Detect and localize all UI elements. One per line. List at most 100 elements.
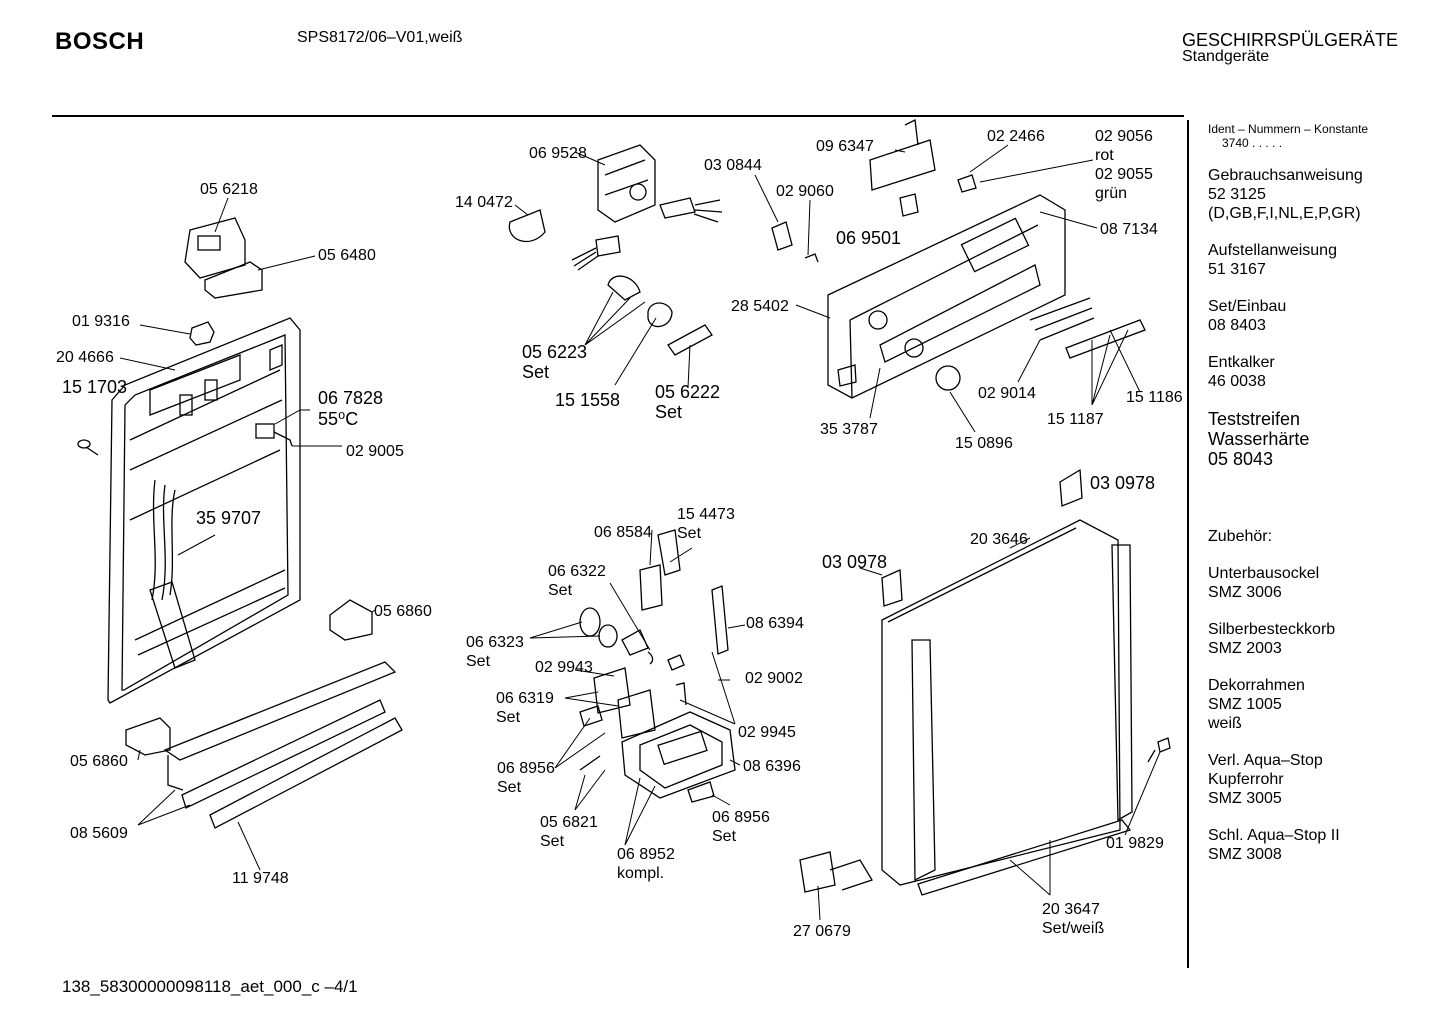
label-056222: 05 6222 [655, 382, 720, 402]
accessory-code: SMZ 3006 [1208, 584, 1282, 601]
label-set-g: Set [497, 779, 522, 796]
bracket-068584 [639, 564, 663, 611]
label-119748: 11 9748 [232, 870, 289, 887]
label-086396: 08 6396 [743, 758, 801, 775]
label-set-i: Set [712, 828, 737, 845]
label-030844: 03 0844 [704, 157, 762, 174]
label-151186: 15 1186 [1126, 389, 1183, 406]
knob-140472 [508, 209, 546, 243]
valve-part [621, 629, 649, 656]
accessory-dekorrahmen: Dekorrahmen SMZ 1005 weiß [1208, 676, 1305, 733]
clip-019316 [189, 321, 215, 346]
cover-030978-left [881, 569, 903, 607]
accessory-unterbausockel: Unterbausockel SMZ 3006 [1208, 564, 1319, 602]
accessory-name: Unterbausockel [1208, 565, 1320, 582]
label-029056: 02 9056 [1095, 128, 1153, 145]
test-strip-block: Teststreifen Wasserhärte 05 8043 [1208, 409, 1309, 469]
screw-019829 [1147, 737, 1171, 763]
gasket-066319 [593, 667, 631, 714]
label-rot: rot [1095, 147, 1114, 164]
exploded-parts-diagram: 05 6218 05 6480 01 9316 20 4666 15 1703 … [56, 119, 1183, 940]
lever-086394 [711, 585, 729, 655]
label-069501: 06 9501 [836, 228, 901, 248]
cover-030978-top [1059, 468, 1083, 507]
accessories-heading: Zubehör: [1208, 528, 1273, 545]
latch-068956 [579, 705, 603, 727]
spring-154473 [657, 529, 681, 576]
appliance-category: GESCHIRRSPÜLGERÄTE [1182, 30, 1399, 50]
label-204666: 20 4666 [56, 349, 114, 366]
label-068956-left: 06 8956 [497, 760, 555, 777]
lid-066319 [617, 689, 656, 739]
label-030978-top: 03 0978 [1090, 473, 1155, 493]
pin-029945 [675, 682, 687, 706]
label-056821: 05 6821 [540, 814, 598, 831]
outer-door-panel [881, 519, 1133, 896]
label-086394: 08 6394 [746, 615, 804, 632]
label-056860-right: 05 6860 [374, 603, 432, 620]
kickplate-upper [163, 661, 397, 761]
kickplate-lower [209, 717, 403, 829]
accessory-name: Verl. Aqua–Stop [1208, 752, 1323, 769]
label-set-b: Set [655, 402, 682, 422]
program-timer [597, 144, 656, 223]
leader-lines [119, 144, 1161, 921]
label-203647: 20 3647 [1042, 901, 1100, 918]
label-066322: 06 6322 [548, 563, 606, 580]
label-029014: 02 9014 [978, 385, 1036, 402]
label-set-h: Set [540, 833, 565, 850]
label-285402: 28 5402 [731, 298, 789, 315]
label-359707: 35 9707 [196, 508, 261, 528]
accessory-code: SMZ 3008 [1208, 846, 1282, 863]
label-set-a: Set [522, 362, 549, 382]
label-085609: 08 5609 [70, 825, 128, 842]
detergent-dispenser [621, 711, 736, 799]
end-cap-left [125, 717, 171, 756]
test-strip-number: 05 8043 [1208, 449, 1274, 469]
accessory-code: SMZ 1005 [1208, 696, 1282, 713]
label-056860-left: 05 6860 [70, 753, 128, 770]
label-029055: 02 9055 [1095, 166, 1153, 183]
label-270679: 27 0679 [793, 923, 851, 940]
accessory-name: Silberbesteckkorb [1208, 621, 1336, 638]
label-022466: 02 2466 [987, 128, 1045, 145]
doc-number: 08 8403 [1208, 317, 1266, 334]
ident-value: 3740 . . . . . [1222, 136, 1283, 150]
doc-aufstellanweisung: Aufstellanweisung 51 3167 [1208, 241, 1337, 279]
cam-056223 [607, 275, 641, 301]
label-056480: 05 6480 [318, 247, 376, 264]
indicator-022466 [957, 174, 977, 193]
label-069528: 06 9528 [529, 145, 587, 162]
label-151703: 15 1703 [62, 377, 127, 397]
accessory-aqua-stop: Verl. Aqua–Stop Kupferrohr SMZ 3005 [1208, 751, 1323, 808]
accessory-name: Dekorrahmen [1208, 677, 1305, 694]
label-029002: 02 9002 [745, 670, 803, 687]
label-gruen: grün [1095, 185, 1127, 202]
label-029060: 02 9060 [776, 183, 834, 200]
doc-gebrauchsanweisung: Gebrauchsanweisung 52 3125 (D,GB,F,I,NL,… [1208, 166, 1363, 223]
inner-door-panel [107, 317, 301, 704]
accessory-code: SMZ 2003 [1208, 640, 1282, 657]
label-151558: 15 1558 [555, 390, 620, 410]
accessory-aqua-stop-ii: Schl. Aqua–Stop II SMZ 3008 [1208, 826, 1340, 864]
label-030978-left: 03 0978 [822, 552, 887, 572]
thermostat-067828 [255, 423, 293, 447]
switch-030844 [771, 221, 793, 251]
label-154473: 15 4473 [677, 506, 735, 523]
accessory-silberbesteckkorb: Silberbesteckkorb SMZ 2003 [1208, 620, 1335, 658]
part-labels: 05 6218 05 6480 01 9316 20 4666 15 1703 … [56, 128, 1183, 940]
kickplate-middle [181, 699, 386, 809]
label-068956-right: 06 8956 [712, 809, 770, 826]
doc-label: Entkalker [1208, 354, 1275, 371]
brand-logo: BOSCH [55, 28, 145, 55]
label-019829: 01 9829 [1106, 835, 1164, 852]
doc-label: Gebrauchsanweisung [1208, 167, 1363, 184]
label-353787: 35 3787 [820, 421, 878, 438]
accessory-sub: Kupferrohr [1208, 771, 1284, 788]
relay-069501 [899, 193, 919, 217]
ident-block: Ident – Nummern – Konstante 3740 . . . .… [1208, 122, 1368, 150]
springs-029014 [1029, 297, 1095, 341]
doc-label: Set/Einbau [1208, 298, 1287, 315]
label-set-weiss: Set/weiß [1042, 920, 1104, 937]
test-strip-sub: Wasserhärte [1208, 429, 1310, 449]
